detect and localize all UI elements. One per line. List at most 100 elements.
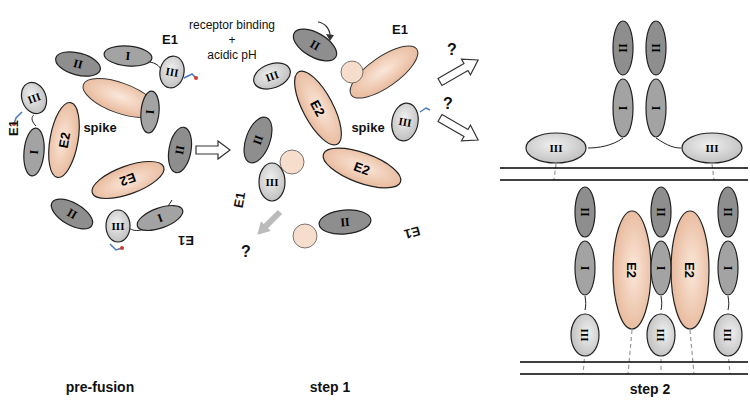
e2-domain: [293, 224, 317, 248]
domain-ii: II: [52, 46, 105, 82]
domain-label: I: [617, 106, 629, 111]
domain-ii: II: [287, 21, 343, 69]
question-mark: ?: [443, 95, 453, 113]
domain-shape: [134, 200, 186, 235]
question-mark: ?: [447, 41, 457, 59]
domain-iii: III: [570, 313, 600, 357]
domain-shape: [671, 211, 709, 329]
transmembrane-helix: [554, 164, 730, 374]
transition-arrow: [436, 52, 483, 90]
domain-label: III: [398, 115, 413, 128]
domain-i: I: [650, 240, 672, 296]
domain-shape: [250, 58, 294, 94]
domain-i: I: [574, 240, 596, 296]
domain-label: II: [173, 144, 186, 155]
protein-name: E1: [7, 120, 21, 136]
domain-shape: [47, 193, 98, 235]
domain-label: II: [722, 207, 734, 216]
domain-iii: III: [156, 53, 188, 91]
domain-shape: [288, 23, 342, 68]
domain-label: II: [579, 207, 591, 216]
domain-label: III: [723, 329, 734, 342]
domain-label: II: [650, 43, 662, 52]
stage-label: step 1: [310, 380, 350, 395]
domain-shape: [106, 210, 130, 242]
domain-label: I: [579, 266, 591, 271]
domain-shape: [526, 133, 586, 163]
domain-shape: [718, 241, 738, 295]
domain-ii: II: [717, 186, 739, 238]
domain-shape: [646, 21, 666, 75]
e2-domain: [341, 61, 363, 83]
domain-i: I: [717, 240, 739, 296]
domain-label: III: [580, 329, 591, 342]
domain-ii: II: [645, 20, 667, 76]
domain-shape: [613, 79, 633, 137]
e2-protein: E2: [612, 210, 652, 330]
condition-text: +: [228, 34, 235, 47]
domain-shape: [718, 187, 738, 237]
domain-label: III: [550, 143, 563, 154]
domain-i: I: [21, 126, 47, 178]
domain-i: I: [612, 78, 634, 138]
domain-iii: III: [525, 132, 587, 164]
glycan-red: [12, 76, 198, 250]
domain-shape: [389, 101, 421, 143]
domain-ii: II: [237, 112, 279, 168]
condition-text: receptor binding: [189, 19, 275, 32]
domain-label: I: [722, 266, 734, 271]
domain-ii: II: [45, 192, 99, 237]
domain-shape: [239, 113, 278, 166]
membrane: [500, 168, 748, 374]
domain-label: E2: [684, 262, 697, 278]
domain-shape: [651, 187, 671, 237]
glycan: [14, 74, 430, 250]
domain-shape: [613, 211, 651, 329]
stage-label: pre-fusion: [66, 380, 134, 395]
e2-protein: E2: [317, 139, 407, 198]
domain-shape: [575, 241, 595, 295]
spike-label: spike: [351, 121, 384, 135]
stage-label: step 2: [630, 382, 670, 397]
domain-label: II: [340, 216, 350, 229]
domain-label: I: [655, 266, 667, 271]
domain-shape: [318, 140, 405, 196]
domain-label: E2: [626, 262, 639, 278]
e2-protein: E2: [86, 153, 170, 208]
domain-shape: [613, 21, 633, 75]
domain-label: I: [28, 149, 40, 155]
domain-label: E2: [56, 131, 72, 149]
domain-shape: [22, 127, 46, 177]
condition-text: acidic pH: [207, 49, 256, 62]
dissociation-arrow: [252, 207, 285, 240]
domain-label: III: [706, 143, 719, 154]
domain-label: III: [656, 329, 667, 342]
domain-iii: III: [388, 100, 423, 144]
domain-shape: [103, 44, 153, 68]
domain-shape: [647, 314, 675, 356]
transition-arrow: [436, 110, 483, 148]
domain-iii: III: [646, 313, 676, 357]
domain-ii: II: [650, 186, 672, 238]
domain-label: II: [617, 43, 629, 52]
e2-protein: E2: [42, 99, 85, 181]
protein-name: E1: [402, 223, 421, 241]
domain-label: I: [144, 109, 156, 115]
domain-ii: II: [164, 124, 196, 175]
spike-label: spike: [83, 121, 116, 135]
domain-shape: [17, 79, 50, 117]
domain-shape: [139, 90, 161, 133]
domain-shape: [575, 187, 595, 237]
protein-name: E1: [392, 23, 408, 37]
domain-iii: III: [258, 162, 286, 202]
domain-shape: [318, 208, 372, 236]
protein-name: E1: [178, 233, 194, 247]
domain-shape: [259, 163, 285, 201]
protein-name: E1: [162, 33, 178, 47]
domain-i: I: [133, 199, 188, 237]
domain-label: III: [165, 65, 180, 78]
domain-label: III: [266, 177, 279, 188]
domain-shape: [646, 79, 666, 137]
e2-domain: [280, 150, 304, 174]
domain-shape: [88, 154, 169, 206]
